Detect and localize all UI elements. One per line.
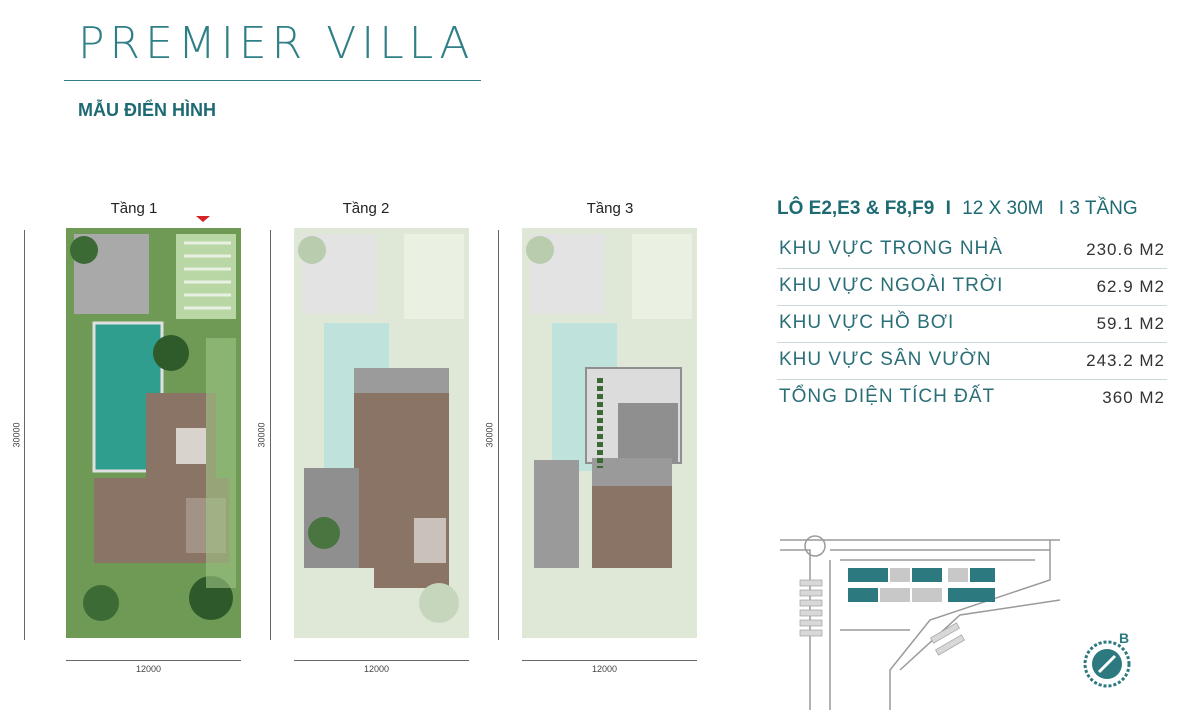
page-subtitle: MẪU ĐIỂN HÌNH: [78, 100, 216, 120]
spec-value: 230.6 M2: [1086, 240, 1165, 259]
spec-label: KHU VỰC NGOÀI TRỜI: [779, 275, 1004, 296]
spec-value: 59.1 M2: [1096, 314, 1165, 333]
floor-plan-1: Tầng 1 30000 12000: [12, 200, 266, 680]
floor-plan-3: Tầng 3 30000 12000: [485, 200, 722, 680]
dimension-line-horizontal: [522, 660, 697, 661]
lot-floors: I 3 TẦNG: [1058, 198, 1138, 219]
spec-label: KHU VỰC TRONG NHÀ: [779, 238, 1003, 259]
marker-arrow-icon: [196, 216, 210, 222]
floor-plan-2: Tầng 2 30000 12000: [257, 200, 494, 680]
spec-value: 62.9 M2: [1096, 277, 1165, 296]
dimension-line-vertical: [270, 230, 271, 640]
dimension-height: 30000: [484, 422, 495, 448]
floor-plan-2-drawing: [294, 228, 469, 638]
dimension-line-horizontal: [294, 660, 469, 661]
floor-label-2: Tầng 2: [342, 200, 390, 217]
lot-code: LÔ E2,E3 & F8,F9: [777, 198, 935, 219]
north-compass-icon: B: [1077, 630, 1137, 690]
dimension-line-horizontal: [66, 660, 241, 661]
dimension-height: 30000: [11, 422, 22, 448]
spec-row: TỔNG DIỆN TÍCH ĐẤT 360 M2: [777, 380, 1167, 416]
dimension-line-vertical: [24, 230, 25, 640]
spec-value: 360 M2: [1102, 388, 1165, 407]
page-title: PREMIER VILLA: [78, 18, 475, 69]
lot-size: 12 X 30M: [962, 198, 1044, 219]
spec-row: KHU VỰC HỒ BƠI 59.1 M2: [777, 306, 1167, 343]
spec-header: LÔ E2,E3 & F8,F9 I 12 X 30M I 3 TẦNG: [777, 198, 1138, 220]
dimension-width: 12000: [136, 664, 162, 674]
spec-value: 243.2 M2: [1086, 351, 1165, 370]
dimension-height: 30000: [256, 422, 267, 448]
floor-plan-1-drawing: [66, 228, 241, 638]
floor-label-1: Tầng 1: [110, 200, 158, 217]
spec-label: TỔNG DIỆN TÍCH ĐẤT: [779, 386, 996, 407]
title-divider: [64, 80, 481, 81]
floor-label-3: Tầng 3: [586, 200, 634, 217]
site-location-map: [780, 535, 1061, 710]
spec-row: KHU VỰC SÂN VƯỜN 243.2 M2: [777, 343, 1167, 380]
spec-label: KHU VỰC SÂN VƯỜN: [779, 349, 992, 370]
spec-row: KHU VỰC NGOÀI TRỜI 62.9 M2: [777, 269, 1167, 306]
dimension-width: 12000: [364, 664, 390, 674]
compass-letter: B: [1119, 630, 1130, 646]
spec-row: KHU VỰC TRONG NHÀ 230.6 M2: [777, 232, 1167, 269]
spec-label: KHU VỰC HỒ BƠI: [779, 312, 955, 333]
dimension-width: 12000: [592, 664, 618, 674]
dimension-line-vertical: [498, 230, 499, 640]
floor-plan-3-drawing: [522, 228, 697, 638]
lot-separator: I: [945, 198, 951, 219]
